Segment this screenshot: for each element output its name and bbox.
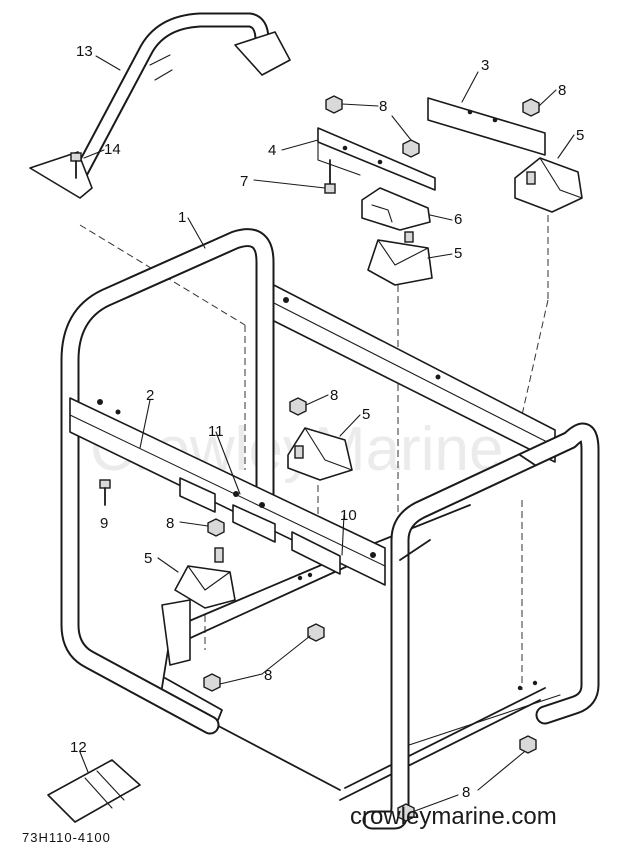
front-crossbar [69, 397, 386, 586]
bracket-4 [317, 127, 436, 191]
bolt-9 [99, 479, 111, 506]
callout-5b: 5 [454, 245, 462, 262]
callout-10: 10 [340, 507, 357, 524]
frame-tube-left [60, 228, 275, 735]
callout-4: 4 [268, 142, 276, 159]
callout-8d: 8 [166, 515, 174, 532]
mount-5-middle [287, 427, 353, 481]
callout-8a: 8 [379, 98, 387, 115]
nuts-8 [203, 95, 540, 822]
bolt-7 [324, 159, 336, 194]
callout-8c: 8 [330, 387, 338, 404]
frame-bottom-rails [149, 504, 561, 801]
callout-5c: 5 [362, 406, 370, 423]
callout-11: 11 [208, 423, 224, 440]
mount-5-upper [367, 231, 433, 286]
callout-8b: 8 [558, 82, 566, 99]
callout-12: 12 [70, 739, 87, 756]
callout-6: 6 [454, 211, 462, 228]
callout-5d: 5 [144, 550, 152, 567]
callout-8f: 8 [462, 784, 470, 801]
callout-13: 13 [76, 43, 93, 60]
mount-5-lower [161, 547, 236, 666]
bolt-14 [70, 152, 82, 179]
callout-14: 14 [104, 141, 121, 158]
alignment-lines [79, 215, 549, 690]
callout-2: 2 [146, 387, 154, 404]
callout-3: 3 [481, 57, 489, 74]
callout-5a: 5 [576, 127, 584, 144]
bracket-3 [427, 97, 546, 156]
callout-1: 1 [178, 209, 186, 226]
site-watermark: crowleymarine.com [350, 803, 557, 830]
cover-12 [47, 759, 141, 823]
callout-8e: 8 [264, 667, 272, 684]
handle [29, 12, 291, 199]
callout-9: 9 [100, 515, 108, 532]
callout-7: 7 [240, 173, 248, 190]
bracket-6 [361, 187, 431, 231]
mount-5-right [514, 157, 583, 213]
frame-tube-right [362, 422, 600, 830]
callouts: 13 14 3 8 8 4 5 7 6 5 1 8 2 5 11 9 10 8 … [70, 43, 584, 801]
part-code: 73H110-4100 [22, 830, 111, 845]
leader-lines [79, 55, 575, 813]
